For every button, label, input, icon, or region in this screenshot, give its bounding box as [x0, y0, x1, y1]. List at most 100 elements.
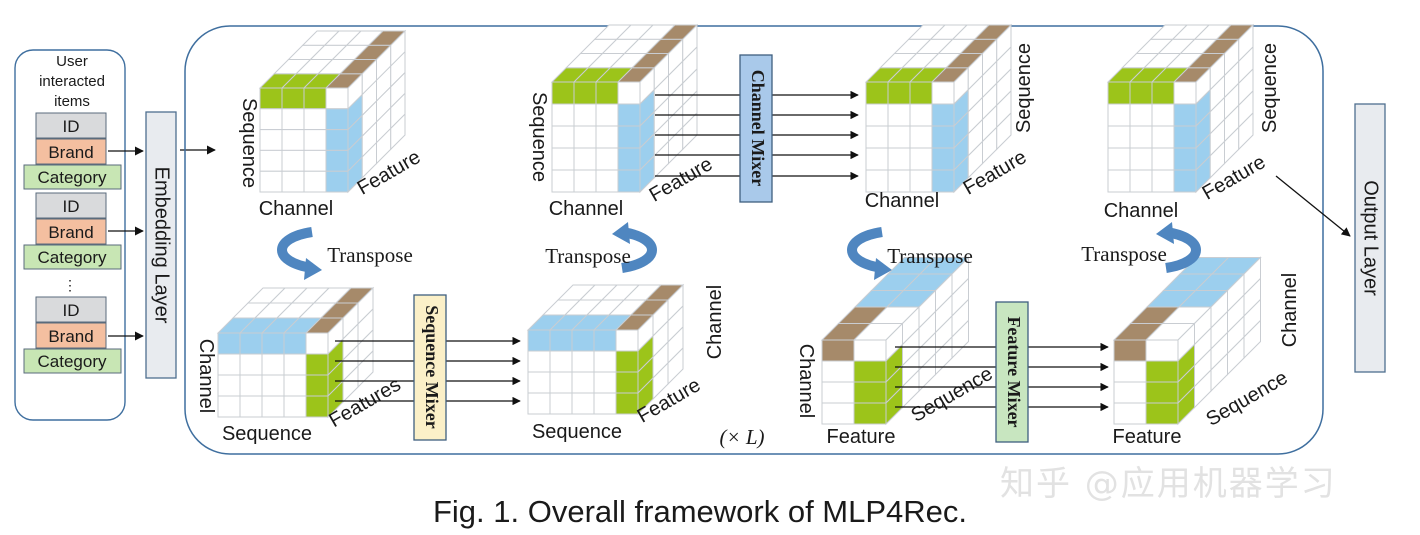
cube-bottom-3-left-label: Channel	[795, 344, 817, 419]
item-group-3: ID Brand Category	[23, 296, 122, 374]
cube-top-4-right-label: Sequence	[1259, 43, 1281, 133]
cube-cell	[1173, 81, 1197, 105]
cube-cell	[617, 125, 641, 149]
cube-cell	[551, 169, 575, 193]
cube-top-4-front-label: Channel	[1104, 200, 1179, 222]
cube-cell	[573, 103, 597, 127]
cube-cell	[593, 329, 617, 352]
arrow-to-output	[1275, 175, 1351, 237]
cube-top-3-front-label: Channel	[865, 190, 940, 212]
embedding-layer-label: Embedding Layer	[151, 167, 173, 324]
cube-cell	[303, 87, 327, 110]
category-label: Category	[38, 248, 107, 267]
cube-cell	[853, 402, 887, 425]
cube-cell	[865, 103, 889, 127]
cube-cell	[909, 81, 933, 105]
figure-caption: Fig. 1. Overall framework of MLP4Rec.	[432, 494, 968, 529]
cube-cell	[1145, 339, 1179, 362]
cube-cell	[1173, 125, 1197, 149]
cube-cell	[573, 125, 597, 149]
cube-cell	[615, 371, 639, 394]
cube-cell	[303, 129, 327, 151]
cube-cell	[549, 392, 573, 415]
category-box	[23, 348, 122, 374]
feature-mixer-label: Feature Mixer	[1004, 316, 1024, 427]
cube-cell	[595, 81, 619, 105]
cube-top-1-left-label: Sequence	[238, 98, 260, 188]
cube-top-3	[864, 23, 1013, 194]
cube-cell	[527, 350, 551, 373]
cube-cell	[551, 103, 575, 127]
channel-mixer-label: Channel Mixer	[748, 70, 768, 187]
cube-cell	[549, 371, 573, 394]
cube-cell	[931, 81, 955, 105]
channel-mixer-box	[739, 54, 773, 203]
cube-cell	[527, 371, 551, 394]
cube-cell	[617, 81, 641, 105]
cube-cell	[1238, 111, 1254, 151]
cube-cell	[239, 374, 263, 397]
cube-cell	[593, 392, 617, 415]
transpose-arrow-1	[277, 227, 322, 280]
repeat-label: (× L)	[719, 425, 764, 449]
id-box	[35, 296, 107, 323]
cube-cell	[281, 87, 305, 110]
brand-box	[35, 322, 107, 349]
transpose-label-4: Transpose	[1081, 242, 1167, 266]
input-header-line3: items	[54, 93, 90, 110]
cube-cell	[390, 112, 406, 151]
cube-bottom-1-front-label: Sequence	[222, 423, 312, 445]
cube-cell	[887, 125, 911, 149]
cube-cell	[259, 149, 283, 172]
transpose-arrow-4	[1156, 222, 1201, 273]
cube-cell	[931, 147, 955, 171]
cube-cell	[909, 147, 933, 171]
cube-cell	[527, 329, 551, 352]
cube-cell	[821, 339, 855, 362]
cube-cell	[259, 129, 283, 151]
transpose-label-3: Transpose	[887, 244, 973, 268]
cube-cell	[549, 329, 573, 352]
category-box	[23, 164, 122, 190]
feature-mixer-box	[995, 301, 1029, 443]
cube-cell	[239, 395, 263, 418]
category-label: Category	[38, 168, 107, 187]
cube-cell	[593, 371, 617, 394]
cube-cell	[551, 147, 575, 171]
cube-cell	[821, 402, 855, 425]
cube-cell	[1113, 360, 1147, 383]
cube-cell	[1129, 81, 1153, 105]
cube-cell	[909, 125, 933, 149]
cube-top-1	[258, 29, 407, 194]
cube-cell	[865, 81, 889, 105]
cube-bottom-1	[216, 286, 375, 419]
cube-cell	[239, 332, 263, 355]
cube-top-2-left-label: Sequence	[528, 92, 550, 182]
ellipsis: ⋮	[63, 277, 77, 293]
cube-cell	[1243, 319, 1261, 360]
output-layer-box	[1354, 103, 1386, 373]
cube-cell	[617, 169, 641, 193]
category-label: Category	[38, 352, 107, 371]
cube-cell	[325, 129, 349, 151]
cube-cell	[281, 170, 305, 193]
cube-cell	[1129, 147, 1153, 171]
cube-cell	[325, 87, 349, 110]
cube-cell	[551, 81, 575, 105]
sequence-mixer-label: Sequence Mixer	[422, 305, 442, 428]
cube-bottom-3	[820, 256, 970, 426]
cube-cell	[1107, 103, 1131, 127]
item-group-1: ID Brand Category	[23, 112, 122, 190]
sequence-mixer-box	[413, 294, 447, 441]
cube-cell	[1145, 381, 1179, 404]
category-box	[23, 244, 122, 270]
cube-cell	[1151, 147, 1175, 171]
input-header-line2: interacted	[39, 73, 105, 90]
cube-cell	[1107, 169, 1131, 193]
cube-cell	[1113, 339, 1147, 362]
cube-cell	[951, 319, 969, 360]
brand-label: Brand	[48, 143, 93, 162]
cube-cell	[1151, 169, 1175, 193]
cube-cell	[931, 103, 955, 127]
id-label: ID	[63, 197, 80, 216]
